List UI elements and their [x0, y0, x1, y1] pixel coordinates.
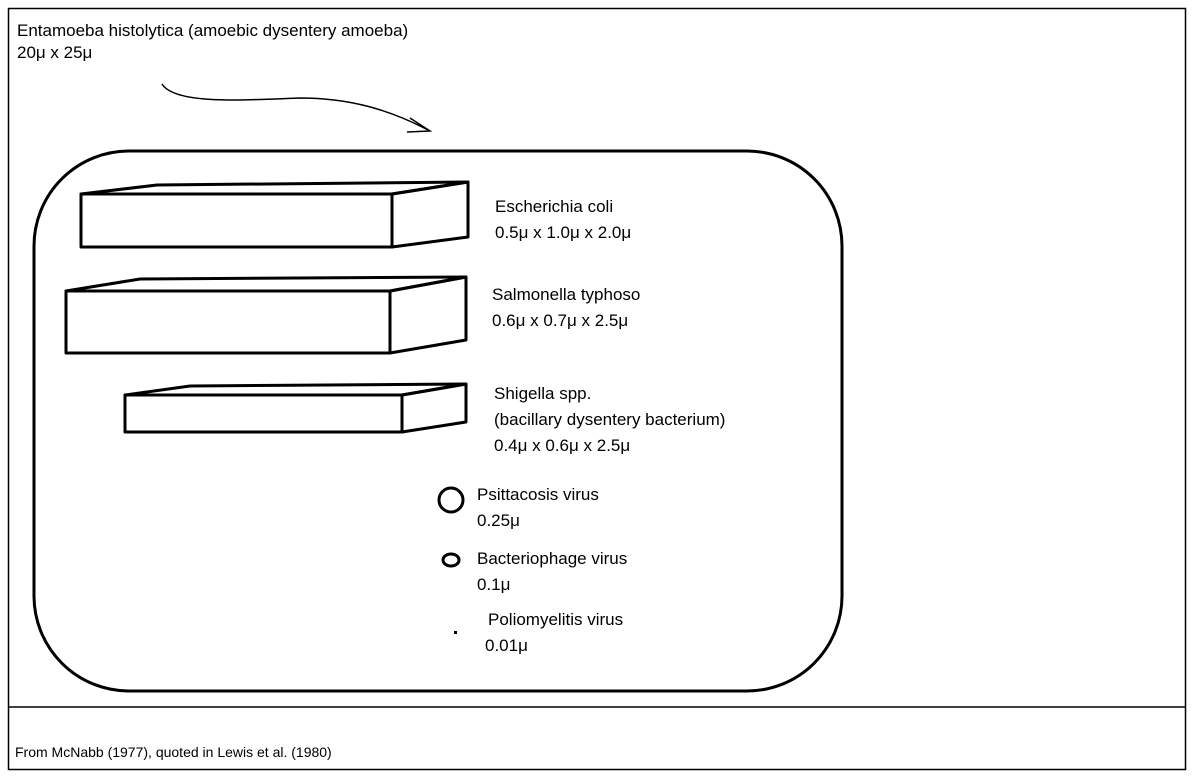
- e-coli-size: 0.5μ x 1.0μ x 2.0μ: [495, 223, 632, 242]
- psittacosis-size: 0.25μ: [477, 511, 520, 530]
- outer-border: [7, 7, 1187, 771]
- source-credit: From McNabb (1977), quoted in Lewis et a…: [15, 744, 332, 760]
- e-coli-name: Escherichia coli: [495, 197, 614, 216]
- psittacosis-virus-shape: [437, 486, 465, 514]
- shigella-note: (bacillary dysentery bacterium): [494, 410, 726, 429]
- poliomyelitis-size: 0.01μ: [485, 636, 528, 655]
- shigella-size: 0.4μ x 0.6μ x 2.5μ: [494, 436, 631, 455]
- amoeba-outline: [32, 149, 844, 693]
- salmonella-shape: [64, 275, 468, 355]
- pointer-arrow: [161, 83, 429, 131]
- bacteriophage-virus-shape: [441, 552, 461, 568]
- bacteriophage-size: 0.1μ: [477, 575, 511, 594]
- salmonella-name: Salmonella typhoso: [492, 285, 641, 304]
- psittacosis-name: Psittacosis virus: [477, 485, 599, 504]
- bacteriophage-name: Bacteriophage virus: [477, 549, 628, 568]
- shigella-name: Shigella spp.: [494, 384, 592, 403]
- arrow-head: [406, 117, 433, 133]
- amoeba-size: 20μ x 25μ: [17, 43, 93, 62]
- amoeba-name: Entamoeba histolytica (amoebic dysentery…: [17, 21, 409, 40]
- shigella-shape: [123, 382, 468, 434]
- salmonella-size: 0.6μ x 0.7μ x 2.5μ: [492, 311, 629, 330]
- poliomyelitis-virus-shape: [454, 631, 457, 634]
- poliomyelitis-name: Poliomyelitis virus: [488, 610, 624, 629]
- e-coli-shape: [79, 180, 470, 249]
